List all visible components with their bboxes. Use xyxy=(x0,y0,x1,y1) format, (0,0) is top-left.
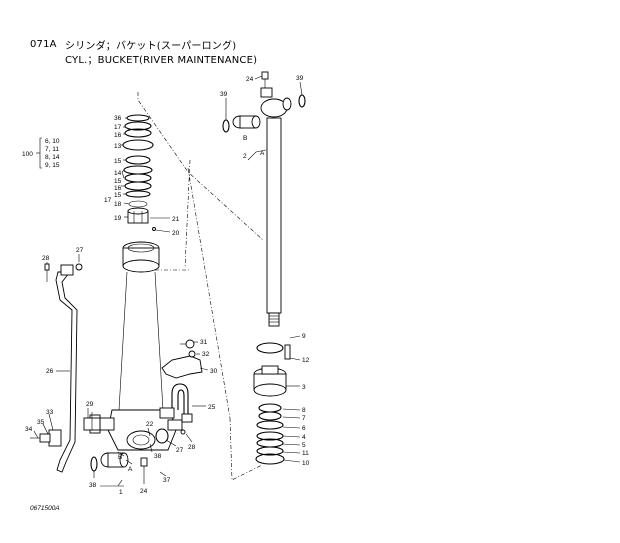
callout-label: 12 xyxy=(302,357,310,364)
callout-label: 8 xyxy=(302,407,306,414)
callout-label: 21 xyxy=(172,216,180,223)
callout-label: 38 xyxy=(154,453,162,460)
callout-label: 31 xyxy=(200,339,208,346)
callout-label: 39 xyxy=(296,75,304,82)
callout-label: 22 xyxy=(146,421,154,428)
callout-label: 28 xyxy=(188,444,196,451)
seal-stack xyxy=(122,114,156,231)
callout-label: B xyxy=(243,135,247,142)
callout-label: 27 xyxy=(76,247,84,254)
callout-label: 24 xyxy=(246,76,254,83)
callout-label: 2 xyxy=(243,153,247,160)
callout-labels: 24 39 39 B 2 A 36 17 16 13 15 14 15 16 1… xyxy=(25,75,310,496)
drawing-number: 0671500A xyxy=(30,505,60,512)
callout-label: 27 xyxy=(176,447,184,454)
bracket-row-label: 8, 14 xyxy=(45,154,60,161)
callout-label: 10 xyxy=(302,460,310,467)
callout-label: 14 xyxy=(114,170,122,177)
callout-label: 32 xyxy=(202,351,210,358)
title-japanese: シリンダ；バケット(スーパーロング) xyxy=(65,41,237,52)
callout-label: 35 xyxy=(37,419,45,426)
callout-label: B xyxy=(118,454,122,461)
callout-label: 1 xyxy=(119,489,123,496)
bracket-row-label: 6, 10 xyxy=(45,138,60,145)
callout-label: 20 xyxy=(172,230,180,237)
callout-label: 24 xyxy=(140,488,148,495)
callout-label: 38 xyxy=(89,482,97,489)
callout-label: 17 xyxy=(104,197,112,204)
bracket-group: 100 6, 10 7, 11 8, 14 9, 15 xyxy=(22,137,60,169)
callout-label: 30 xyxy=(210,368,218,375)
leader-lines xyxy=(33,75,303,487)
callout-label: A xyxy=(260,150,265,157)
piston-assembly xyxy=(253,342,291,465)
callout-label: 28 xyxy=(42,255,50,262)
callout-label: 4 xyxy=(302,434,306,441)
callout-label: 17 xyxy=(114,124,122,131)
page-code: 071A xyxy=(30,39,57,50)
title-english: CYL.；BUCKET(RIVER MAINTENANCE) xyxy=(65,55,258,66)
callout-label: 6 xyxy=(302,425,306,432)
callout-label: 13 xyxy=(114,143,122,150)
hydraulic-pipe xyxy=(30,263,101,473)
piston-rod xyxy=(222,71,306,327)
callout-label: 9 xyxy=(302,333,306,340)
callout-label: 26 xyxy=(46,368,54,375)
callout-label: 39 xyxy=(220,91,228,98)
callout-label: 16 xyxy=(114,185,122,192)
callout-label: A xyxy=(128,466,133,473)
bracket-row-label: 7, 11 xyxy=(45,146,59,153)
callout-label: 11 xyxy=(302,450,309,457)
callout-label: 15 xyxy=(114,178,122,185)
callout-label: 25 xyxy=(208,404,216,411)
callout-label: 37 xyxy=(163,477,171,484)
cylinder-tube xyxy=(89,241,183,476)
bracket-row-label: 9, 15 xyxy=(45,162,60,169)
callout-label: 18 xyxy=(114,201,122,208)
callout-label: 3 xyxy=(302,384,306,391)
callout-label: 5 xyxy=(302,442,306,449)
callout-label: 29 xyxy=(86,401,94,408)
callout-label: 15 xyxy=(114,192,122,199)
callout-label: 16 xyxy=(114,132,122,139)
assembly-guide-lines xyxy=(137,92,264,481)
callout-label: 19 xyxy=(114,215,122,222)
pipe-and-clamp xyxy=(159,339,203,435)
callout-label: 34 xyxy=(25,426,33,433)
callout-label: 36 xyxy=(114,115,122,122)
callout-label: 7 xyxy=(302,415,306,422)
callout-label: 15 xyxy=(114,158,122,165)
bracket-parent-label: 100 xyxy=(22,151,33,158)
callout-label: 33 xyxy=(46,409,54,416)
